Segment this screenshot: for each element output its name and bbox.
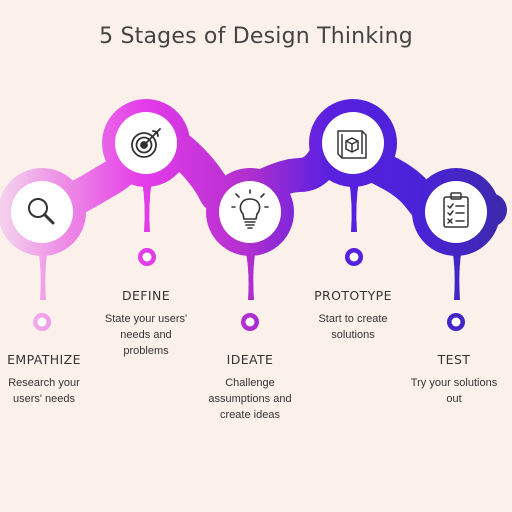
- stage-description: Research your users' needs: [8, 377, 80, 405]
- stage-drip-define: [138, 180, 156, 266]
- stage-label-ideate: IDEATE Challenge assumptions and create …: [200, 352, 300, 423]
- icon-disc-empathize: [11, 181, 73, 243]
- stage-label-empathize: EMPATHIZE Research your users' needs: [0, 352, 88, 407]
- stage-description: State your users' needs and problems: [104, 313, 188, 357]
- blueprint-cube-icon: [337, 130, 367, 159]
- stage-label-prototype: PROTOTYPE Start to create solutions: [303, 288, 403, 343]
- stage-drip-ideate: [241, 248, 259, 331]
- stage-heading: DEFINE: [121, 288, 171, 303]
- stage-drip-test: [447, 248, 465, 331]
- stage-heading: PROTOTYPE: [314, 288, 392, 303]
- stage-description: Challenge assumptions and create ideas: [208, 377, 292, 421]
- diagram-title: 5 Stages of Design Thinking: [99, 24, 413, 49]
- stage-heading: IDEATE: [226, 352, 274, 367]
- stage-heading: TEST: [437, 352, 471, 367]
- target-icon: [131, 128, 161, 158]
- lightbulb-icon: [231, 189, 269, 229]
- clipboard-checklist-icon: [443, 192, 469, 228]
- icon-disc-ideate: [219, 181, 281, 243]
- stage-heading: EMPATHIZE: [7, 352, 81, 367]
- magnifier-icon: [28, 198, 55, 225]
- stage-drip-empathize: [33, 248, 51, 331]
- icon-disc-test: [425, 181, 487, 243]
- stage-label-test: TEST Try your solutions out: [402, 352, 506, 407]
- stage-drip-prototype: [345, 180, 363, 266]
- stage-description: Try your solutions out: [410, 377, 498, 405]
- stage-description: Start to create solutions: [318, 313, 388, 341]
- stage-label-define: DEFINE State your users' needs and probl…: [100, 288, 192, 359]
